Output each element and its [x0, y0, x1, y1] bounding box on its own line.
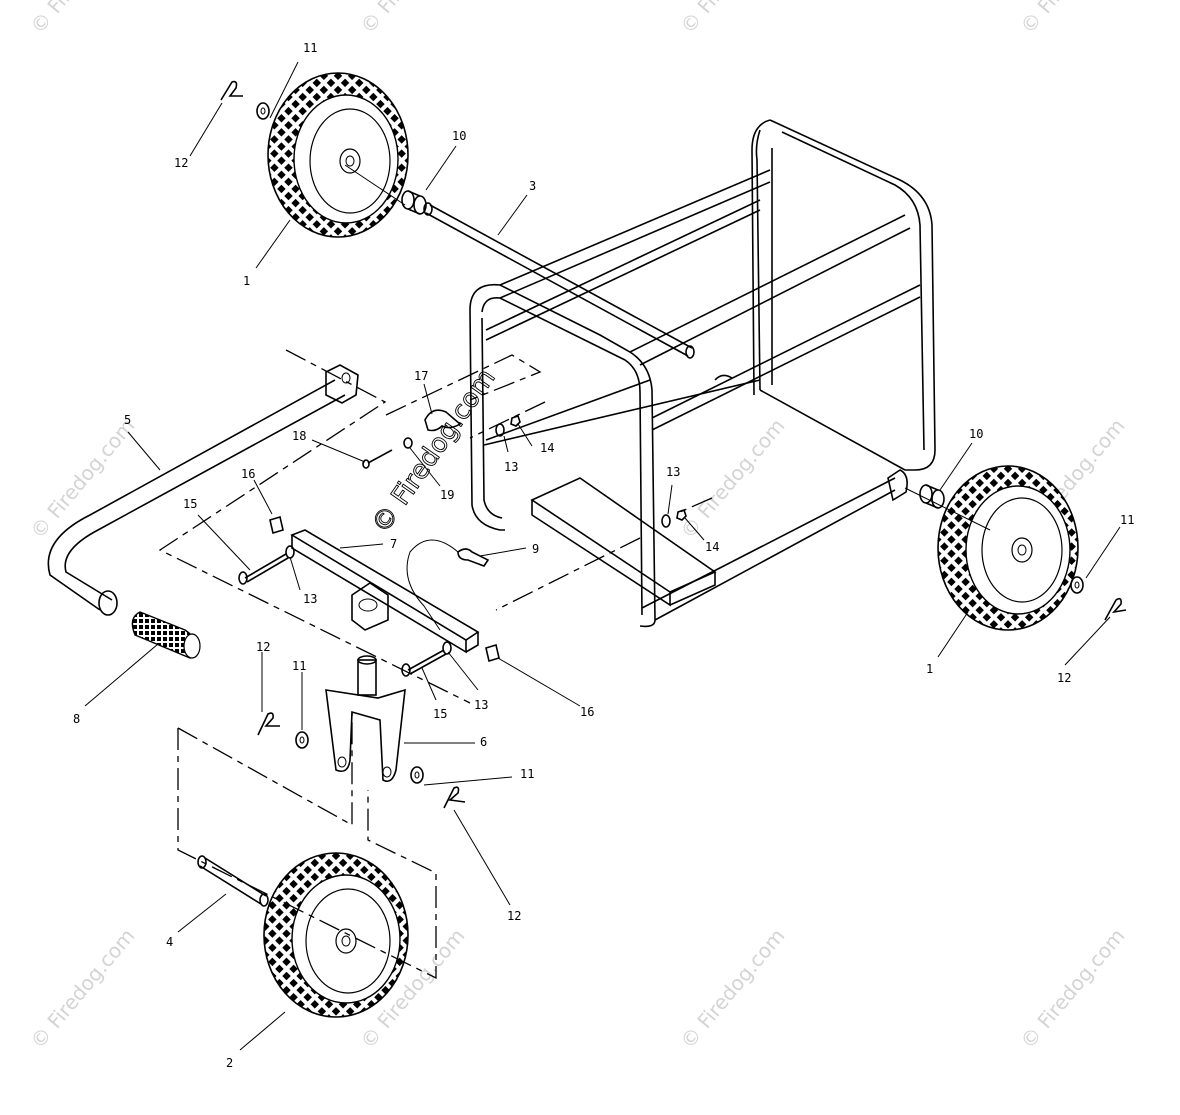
callout-14: 14	[705, 540, 719, 554]
watermark: © Firedog.com	[25, 924, 139, 1053]
callout-11: 11	[303, 41, 317, 55]
callout-12: 12	[256, 640, 270, 654]
callout-15: 15	[183, 497, 197, 511]
watermark: © Firedog.com	[1015, 924, 1129, 1053]
callout-17: 17	[414, 369, 428, 383]
callout-4: 4	[166, 935, 173, 949]
callout-3: 3	[529, 179, 536, 193]
callout-6: 6	[480, 735, 487, 749]
washer-11	[256, 102, 270, 120]
rear-axle	[423, 202, 695, 359]
callout-16: 16	[241, 467, 255, 481]
watermark: © Firedog.com	[1015, 0, 1129, 38]
watermark: © Firedog.com	[675, 0, 789, 38]
callout-16: 16	[580, 705, 594, 719]
callout-1: 1	[926, 662, 933, 676]
washer-11	[410, 766, 424, 784]
watermark: © Firedog.com	[355, 0, 469, 38]
callout-1: 1	[243, 274, 250, 288]
caster-fork	[325, 655, 406, 783]
watermark: © Firedog.com	[675, 414, 789, 543]
callout-12: 12	[507, 909, 521, 923]
spacer-10-right	[919, 484, 945, 509]
callout-8: 8	[73, 712, 80, 726]
callout-12: 12	[1057, 671, 1071, 685]
watermark: © Firedog.com	[675, 924, 789, 1053]
front-axle	[197, 855, 269, 907]
washer-11	[1070, 576, 1084, 594]
callout-2: 2	[226, 1056, 233, 1070]
handle-grip	[131, 611, 201, 659]
callout-5: 5	[124, 413, 131, 427]
wheel-right	[937, 465, 1079, 631]
callout-labels: 1 1 2 3 4 5 6 7 8 9 10 10 11 11 11 11 12…	[73, 41, 1134, 1070]
callout-13: 13	[474, 698, 488, 712]
generator-frame	[469, 119, 936, 628]
callout-13: 13	[504, 460, 518, 474]
wheel-top-left	[267, 72, 409, 238]
callout-11: 11	[292, 659, 306, 673]
callout-10: 10	[969, 427, 983, 441]
callout-11: 11	[1120, 513, 1134, 527]
callout-14: 14	[540, 441, 554, 455]
wheel-front	[263, 852, 409, 1018]
callout-15: 15	[433, 707, 447, 721]
washer-11	[295, 731, 309, 749]
callout-10: 10	[452, 129, 466, 143]
callout-12: 12	[174, 156, 188, 170]
watermark-center: © Firedog.com	[366, 363, 501, 539]
callout-18: 18	[292, 429, 306, 443]
handle-bracket	[290, 529, 480, 654]
leader-lines	[84, 61, 1121, 1051]
watermark: © Firedog.com	[25, 414, 139, 543]
callout-13: 13	[666, 465, 680, 479]
callout-19: 19	[440, 488, 454, 502]
callout-7: 7	[390, 537, 397, 551]
callout-9: 9	[532, 542, 539, 556]
callout-13: 13	[303, 592, 317, 606]
spacer-10-top	[401, 190, 427, 215]
callout-11: 11	[520, 767, 534, 781]
watermark: © Firedog.com	[25, 0, 139, 38]
small-hardware	[220, 80, 1127, 809]
assembly-lines	[158, 164, 991, 980]
handle	[47, 364, 359, 616]
